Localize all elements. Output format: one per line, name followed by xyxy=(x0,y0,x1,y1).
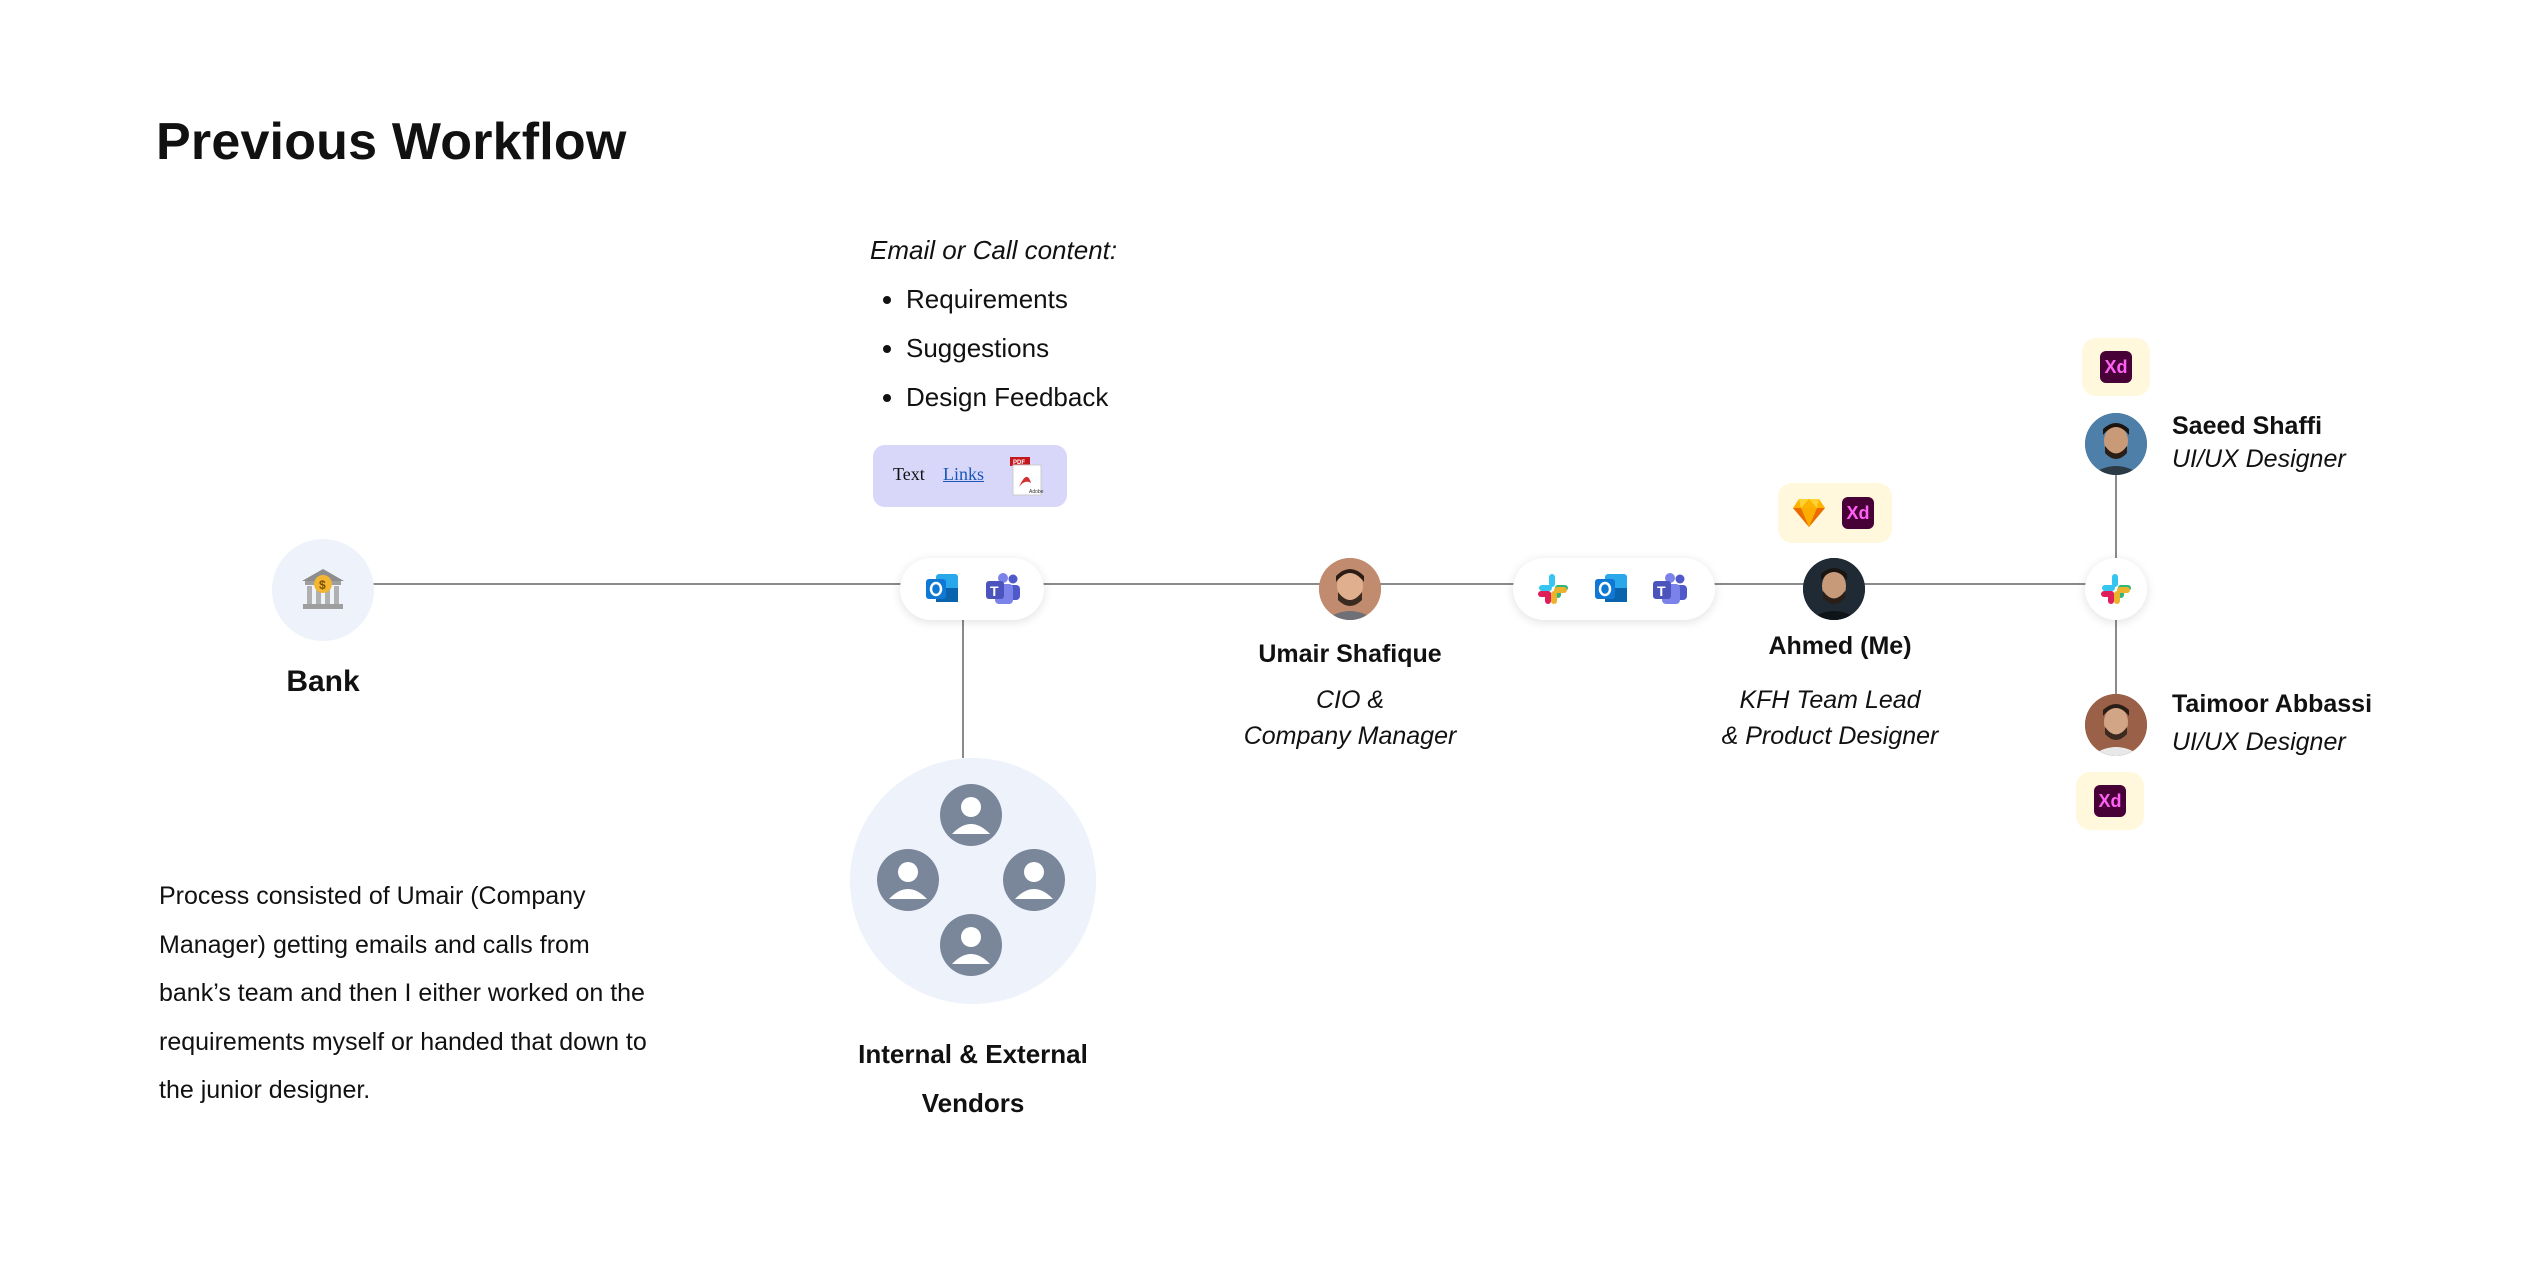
taimoor-name: Taimoor Abbassi xyxy=(2172,690,2373,718)
process-description: Process consisted of Umair (Company Mana… xyxy=(159,882,647,1104)
person-icon xyxy=(940,914,1002,976)
taimoor-role: UI/UX Designer xyxy=(2172,728,2346,756)
bank-icon: $ xyxy=(302,569,344,609)
person-icon xyxy=(940,784,1002,846)
taimoor-tools-chip: Xd xyxy=(2076,772,2144,830)
umair-role-line2: Company Manager xyxy=(1243,722,1457,750)
content-list: Requirements Suggestions Design Feedback xyxy=(870,275,1117,422)
ahmed-avatar-photo xyxy=(1803,558,1865,620)
slack-icon xyxy=(1538,574,1568,604)
teams-icon: T xyxy=(1653,573,1687,604)
content-notes: Email or Call content: Requirements Sugg… xyxy=(870,226,1117,422)
umair-role: CIO & Company Manager xyxy=(1190,682,1510,754)
vendors-label: Internal & External Vendors xyxy=(810,1030,1136,1128)
page-title: Previous Workflow xyxy=(156,113,627,171)
connector-line xyxy=(2115,466,2117,562)
outlook-icon xyxy=(926,574,958,602)
avatar xyxy=(2085,413,2147,475)
connector-line xyxy=(962,618,964,758)
slack-junction xyxy=(2085,558,2147,620)
person-icon xyxy=(877,849,939,911)
text-attachment-label: Text xyxy=(893,464,925,484)
xd-icon: Xd xyxy=(2100,351,2132,383)
umair-avatar-photo xyxy=(1319,558,1381,620)
list-item: Suggestions xyxy=(906,324,1117,373)
vendors-label-line1: Internal & External xyxy=(858,1039,1088,1069)
saeed-tools-chip: Xd xyxy=(2082,338,2150,396)
channel-pill-slack-email-teams: T xyxy=(1513,558,1715,620)
ahmed-role-line1: KFH Team Lead xyxy=(1739,686,1921,714)
vendors-label-line2: Vendors xyxy=(921,1088,1025,1118)
svg-text:PDF: PDF xyxy=(1013,460,1025,466)
teams-icon: T xyxy=(986,573,1020,604)
person-icon xyxy=(1003,849,1065,911)
connector-line xyxy=(2115,612,2117,694)
umair-name: Umair Shafique xyxy=(1258,640,1442,668)
saeed-avatar-photo xyxy=(2085,413,2147,475)
connector-line xyxy=(370,583,2112,585)
xd-icon: Xd xyxy=(2094,785,2126,817)
ahmed-name: Ahmed (Me) xyxy=(1768,632,1912,660)
umair-role-line1: CIO & xyxy=(1315,686,1385,714)
svg-text:$: $ xyxy=(319,578,326,592)
attachment-chip: Text Links PDF Adobe xyxy=(873,445,1067,507)
saeed-name: Saeed Shaffi xyxy=(2172,412,2323,440)
ahmed-role-line2: & Product Designer xyxy=(1721,722,1939,750)
svg-text:T: T xyxy=(1657,583,1666,599)
bank-label: Bank xyxy=(286,665,360,698)
taimoor-avatar-photo xyxy=(2085,694,2147,756)
saeed-role: UI/UX Designer xyxy=(2172,445,2346,473)
ahmed-role: KFH Team Lead & Product Designer xyxy=(1670,682,1990,754)
pdf-icon: PDF Adobe xyxy=(1010,457,1044,496)
outlook-icon xyxy=(1595,574,1627,602)
slack-icon xyxy=(2101,574,2131,604)
bank-node: $ xyxy=(272,539,374,641)
ahmed-tools-chip: Xd xyxy=(1778,483,1892,543)
avatar xyxy=(2085,694,2147,756)
group-icon xyxy=(877,784,1065,976)
list-item: Design Feedback xyxy=(906,373,1117,422)
svg-text:Adobe: Adobe xyxy=(1029,489,1044,495)
content-heading: Email or Call content: xyxy=(870,235,1118,265)
links-attachment-label[interactable]: Links xyxy=(943,464,985,484)
sketch-icon xyxy=(1793,499,1825,527)
xd-icon: Xd xyxy=(1842,497,1874,529)
channel-pill-email-teams: T xyxy=(900,558,1044,620)
avatar xyxy=(1803,558,1865,620)
list-item: Requirements xyxy=(906,275,1117,324)
vendors-node xyxy=(850,758,1096,1004)
svg-text:T: T xyxy=(990,583,999,599)
avatar xyxy=(1319,558,1381,620)
